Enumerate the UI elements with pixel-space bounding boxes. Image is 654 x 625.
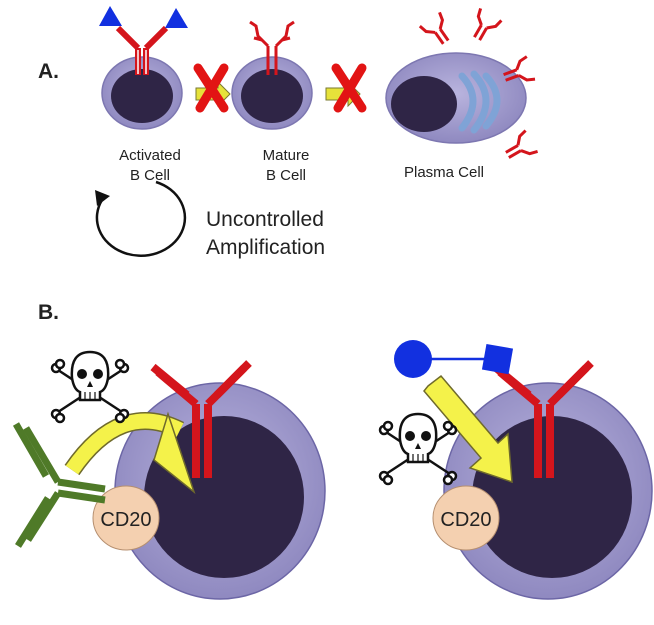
mature-b-cell: [231, 20, 313, 130]
panel-a-label: A.: [38, 60, 59, 83]
transition-block-2: [325, 63, 367, 113]
cd20-right-label: CD20: [440, 509, 491, 531]
mature-bcr-antibody: [249, 20, 295, 75]
cycle-label-line2: Amplification: [206, 236, 325, 259]
cycle-label-line1: Uncontrolled: [206, 208, 324, 231]
cd20-right: CD20: [432, 485, 500, 551]
mature-label-line1: Mature: [263, 147, 310, 164]
anti-cd20-antibody: [12, 422, 106, 548]
drug-conjugate: [394, 340, 514, 378]
amplification-cycle-arrow-icon: [95, 180, 187, 257]
b-cell-right: [443, 382, 653, 600]
signal-arrow-left: [64, 411, 196, 495]
transition-block-1: [193, 63, 231, 113]
mature-label-line2: B Cell: [266, 167, 306, 184]
bcr-antibody-right: [492, 360, 594, 478]
drug-delivery-arrow: [423, 374, 513, 484]
cd20-left-label: CD20: [100, 509, 151, 531]
red-x-icon: [193, 63, 229, 113]
antigen-left-icon: [99, 6, 122, 26]
activated-b-cell: [99, 6, 188, 130]
activated-label-line1: Activated: [119, 147, 181, 164]
activated-label-line2: B Cell: [130, 167, 170, 184]
bcr-antibody-left: [150, 360, 252, 478]
plasma-cell-label: Plasma Cell: [404, 164, 484, 181]
plasma-cell: [385, 7, 539, 159]
skull-crossbones-icon: [50, 350, 130, 424]
red-x-icon: [331, 63, 367, 113]
secreted-antibodies: [418, 7, 539, 159]
endoplasmic-reticulum: [458, 70, 501, 134]
panel-b-label: B.: [38, 301, 59, 324]
cd20-left: CD20: [92, 485, 160, 551]
skull-crossbones-icon: [378, 412, 458, 486]
antigen-right-icon: [165, 8, 188, 28]
